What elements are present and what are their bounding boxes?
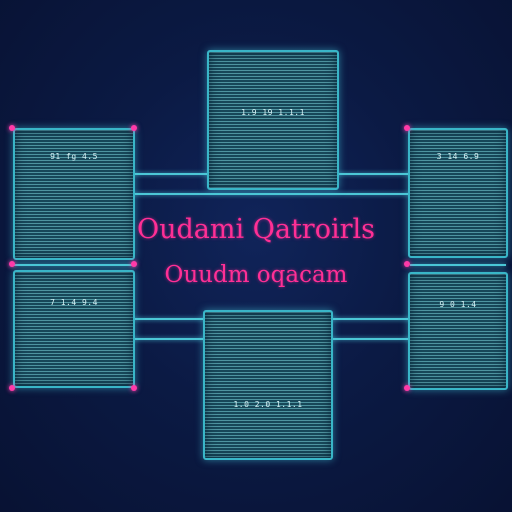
card-right-bottom[interactable]: 9 0 1.4 — [408, 272, 508, 390]
card-label: 91 fg 4.5 — [50, 152, 98, 161]
node-dot — [404, 385, 410, 391]
node-dot — [404, 261, 410, 267]
node-dot — [131, 385, 137, 391]
node-dot — [9, 385, 15, 391]
card-top-center[interactable]: 1.9 19 1.1.1 — [207, 50, 339, 190]
card-right-top[interactable]: 3 14 6.9 — [408, 128, 508, 258]
card-label: 1.9 19 1.1.1 — [241, 108, 305, 117]
card-label: 1.0 2.0 1.1.1 — [233, 400, 303, 409]
card-label: 3 14 6.9 — [436, 152, 480, 161]
node-dot — [9, 261, 15, 267]
card-left-top[interactable]: 91 fg 4.5 — [13, 128, 135, 260]
card-label: 7 1.4 9.4 — [50, 298, 98, 307]
connector-line-upper-2 — [132, 193, 414, 195]
node-dot — [131, 261, 137, 267]
node-dot — [131, 125, 137, 131]
diagram-title-line-1: Oudami Qatroirls — [136, 214, 375, 245]
card-bottom-center[interactable]: 1.0 2.0 1.1.1 — [203, 310, 333, 460]
connector-line-mid-right — [410, 264, 506, 266]
diagram-title-line-2: Ouudm oqacam — [164, 262, 348, 288]
node-dot — [9, 125, 15, 131]
node-dot — [404, 125, 410, 131]
card-left-bottom[interactable]: 7 1.4 9.4 — [13, 270, 135, 388]
card-label: 9 0 1.4 — [439, 300, 477, 309]
connector-line-mid-left — [10, 264, 136, 266]
